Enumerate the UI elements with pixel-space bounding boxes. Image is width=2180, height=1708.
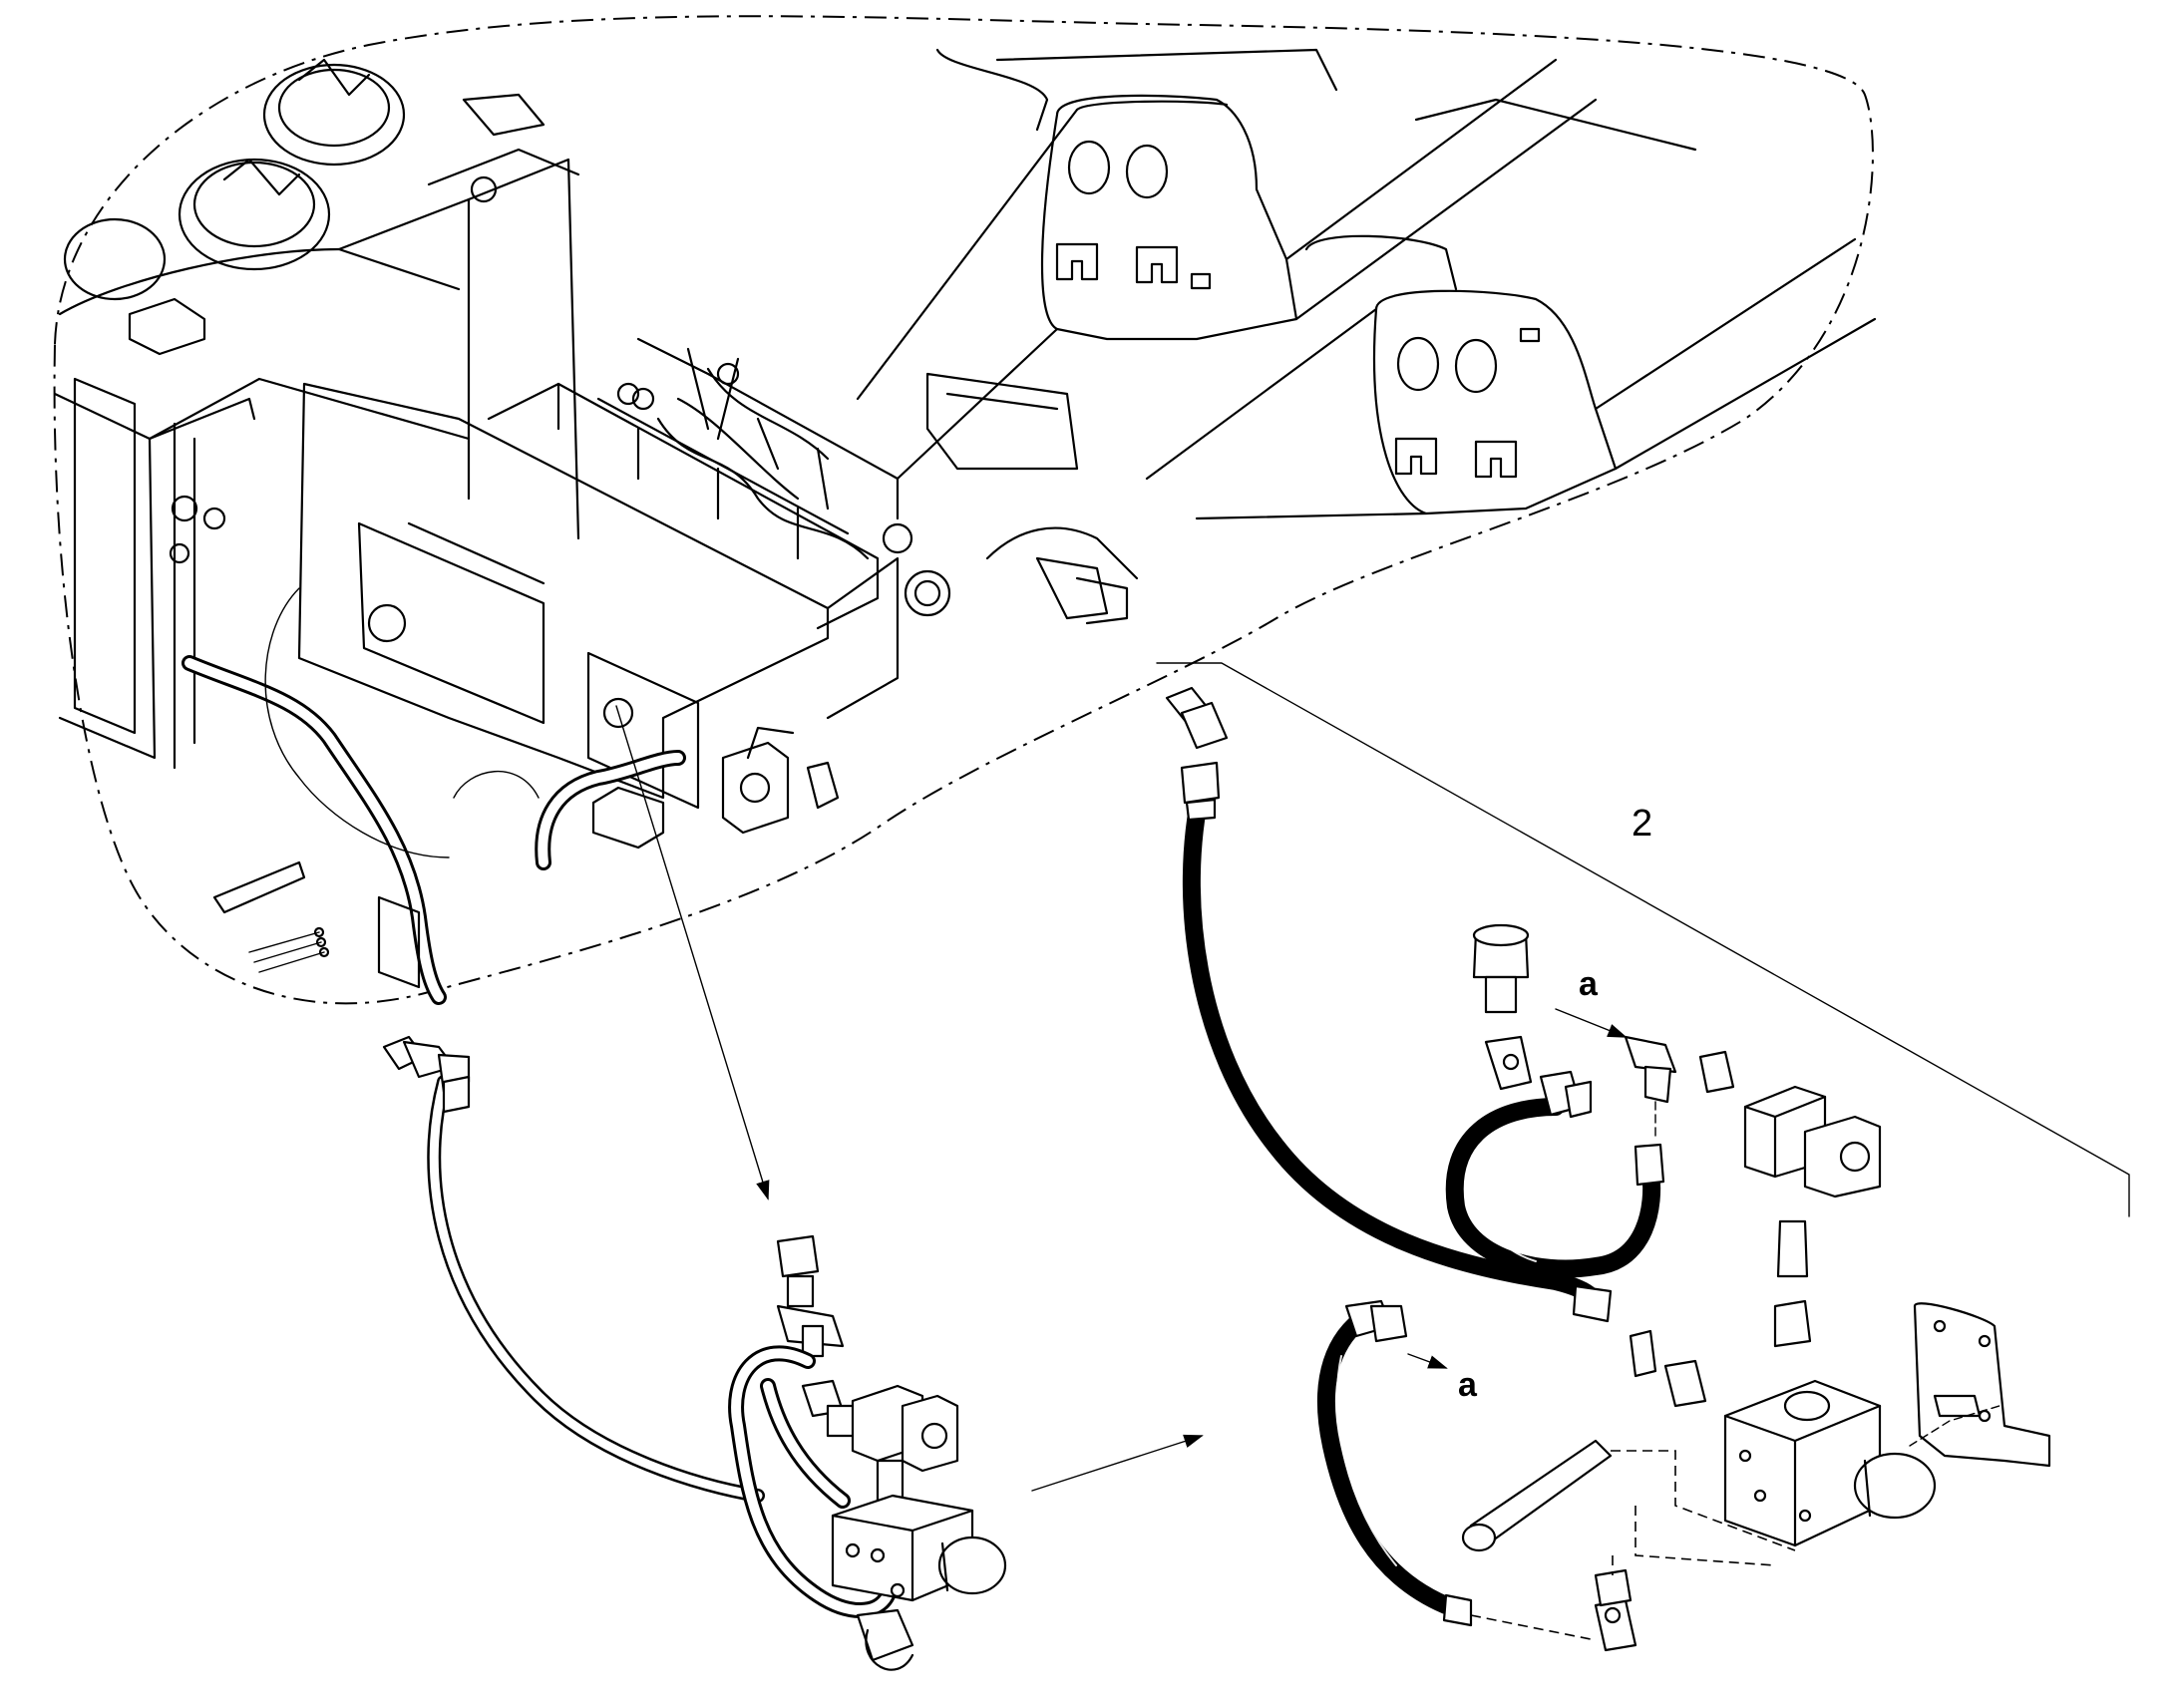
exploded-view	[1156, 662, 2130, 1652]
detail-a-lower-label: a	[1458, 1366, 1478, 1404]
detail-bolts	[212, 860, 421, 989]
detail-solenoid-valve	[591, 726, 840, 850]
pump-coupling	[925, 372, 1139, 625]
machine-detail-view	[53, 15, 1877, 1005]
detail-a-lower-arrow	[1407, 1353, 1448, 1369]
hydraulic-tank	[53, 58, 580, 770]
mounting-plate	[297, 382, 900, 810]
item-number-label: 2	[1632, 803, 1652, 845]
assembled-valve-view	[382, 1035, 1007, 1671]
valve-stack	[487, 337, 951, 630]
detail-a-upper-label: a	[1579, 965, 1599, 1003]
assembly-to-exploded-arrow	[1031, 1434, 1204, 1492]
detail-to-assembly-arrow	[615, 705, 770, 1200]
boom-brackets	[856, 48, 1877, 520]
detail-a-upper-arrow	[1555, 1008, 1628, 1038]
detail-hoses	[182, 587, 686, 1005]
leader-lines	[615, 705, 1628, 1492]
item-2-bracket	[1156, 662, 2130, 1217]
detail-cutout-outline	[53, 15, 1874, 1005]
